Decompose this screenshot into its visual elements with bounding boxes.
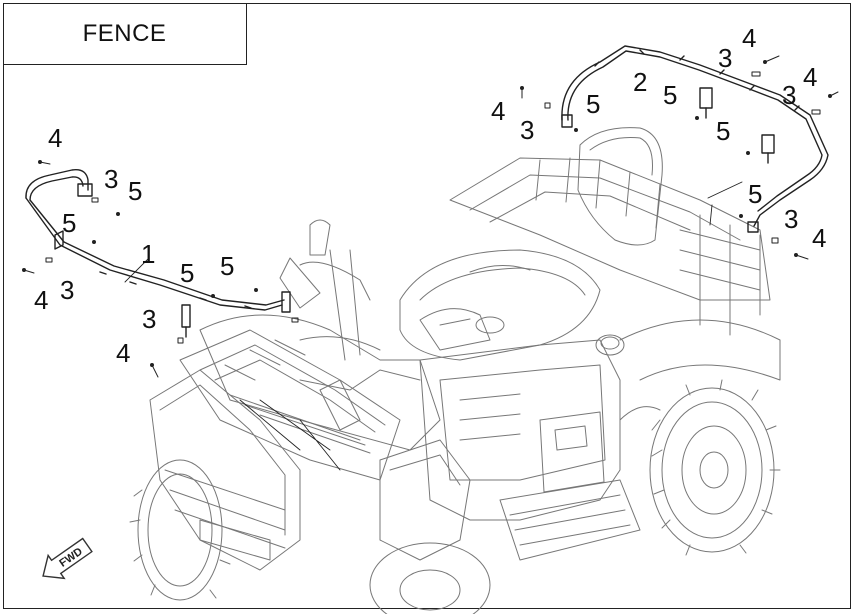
callout-5-right-center: 5 [716, 116, 730, 146]
callout-3-front: 3 [142, 304, 156, 334]
callout-5-left-mid: 5 [62, 208, 76, 238]
callout-labels: 4 3 5 5 1 4 3 5 5 3 4 4 3 5 2 5 3 4 4 3 … [34, 23, 826, 368]
callout-4-right-bottom: 4 [812, 223, 826, 253]
callout-4-front: 4 [116, 338, 130, 368]
fwd-arrow-icon: FWD [42, 537, 93, 580]
hardware-items [22, 55, 839, 378]
callout-5-left-top: 5 [128, 176, 142, 206]
callout-4-left-top: 4 [48, 123, 62, 153]
title-box: FENCE [3, 3, 247, 65]
callout-5-right-bottom: 5 [748, 179, 762, 209]
leader-lines [124, 181, 743, 471]
callout-4-left-bottom: 4 [34, 285, 48, 315]
callout-3-right-top: 3 [718, 43, 732, 73]
callout-5-front-a: 5 [180, 258, 194, 288]
callout-2-fence: 2 [633, 67, 647, 97]
callout-4-right-left: 4 [491, 96, 505, 126]
callout-5-right-mid: 5 [663, 80, 677, 110]
callout-4-right-far: 4 [803, 62, 817, 92]
callout-4-right-top: 4 [742, 23, 756, 53]
callout-3-right-bottom: 3 [784, 204, 798, 234]
callout-5-front-b: 5 [220, 251, 234, 281]
callout-5-right-left: 5 [586, 89, 600, 119]
diagram-title: FENCE [82, 19, 167, 47]
fence-part-1 [25, 169, 291, 338]
atv-illustration [129, 127, 781, 614]
callout-1-fence: 1 [141, 239, 155, 269]
fence-part-2 [561, 45, 829, 233]
callout-3-right-left: 3 [520, 115, 534, 145]
callout-3-left-bottom: 3 [60, 275, 74, 305]
callout-3-right-far: 3 [782, 80, 796, 110]
callout-3-left-top: 3 [104, 164, 118, 194]
diagram-frame [3, 3, 851, 609]
